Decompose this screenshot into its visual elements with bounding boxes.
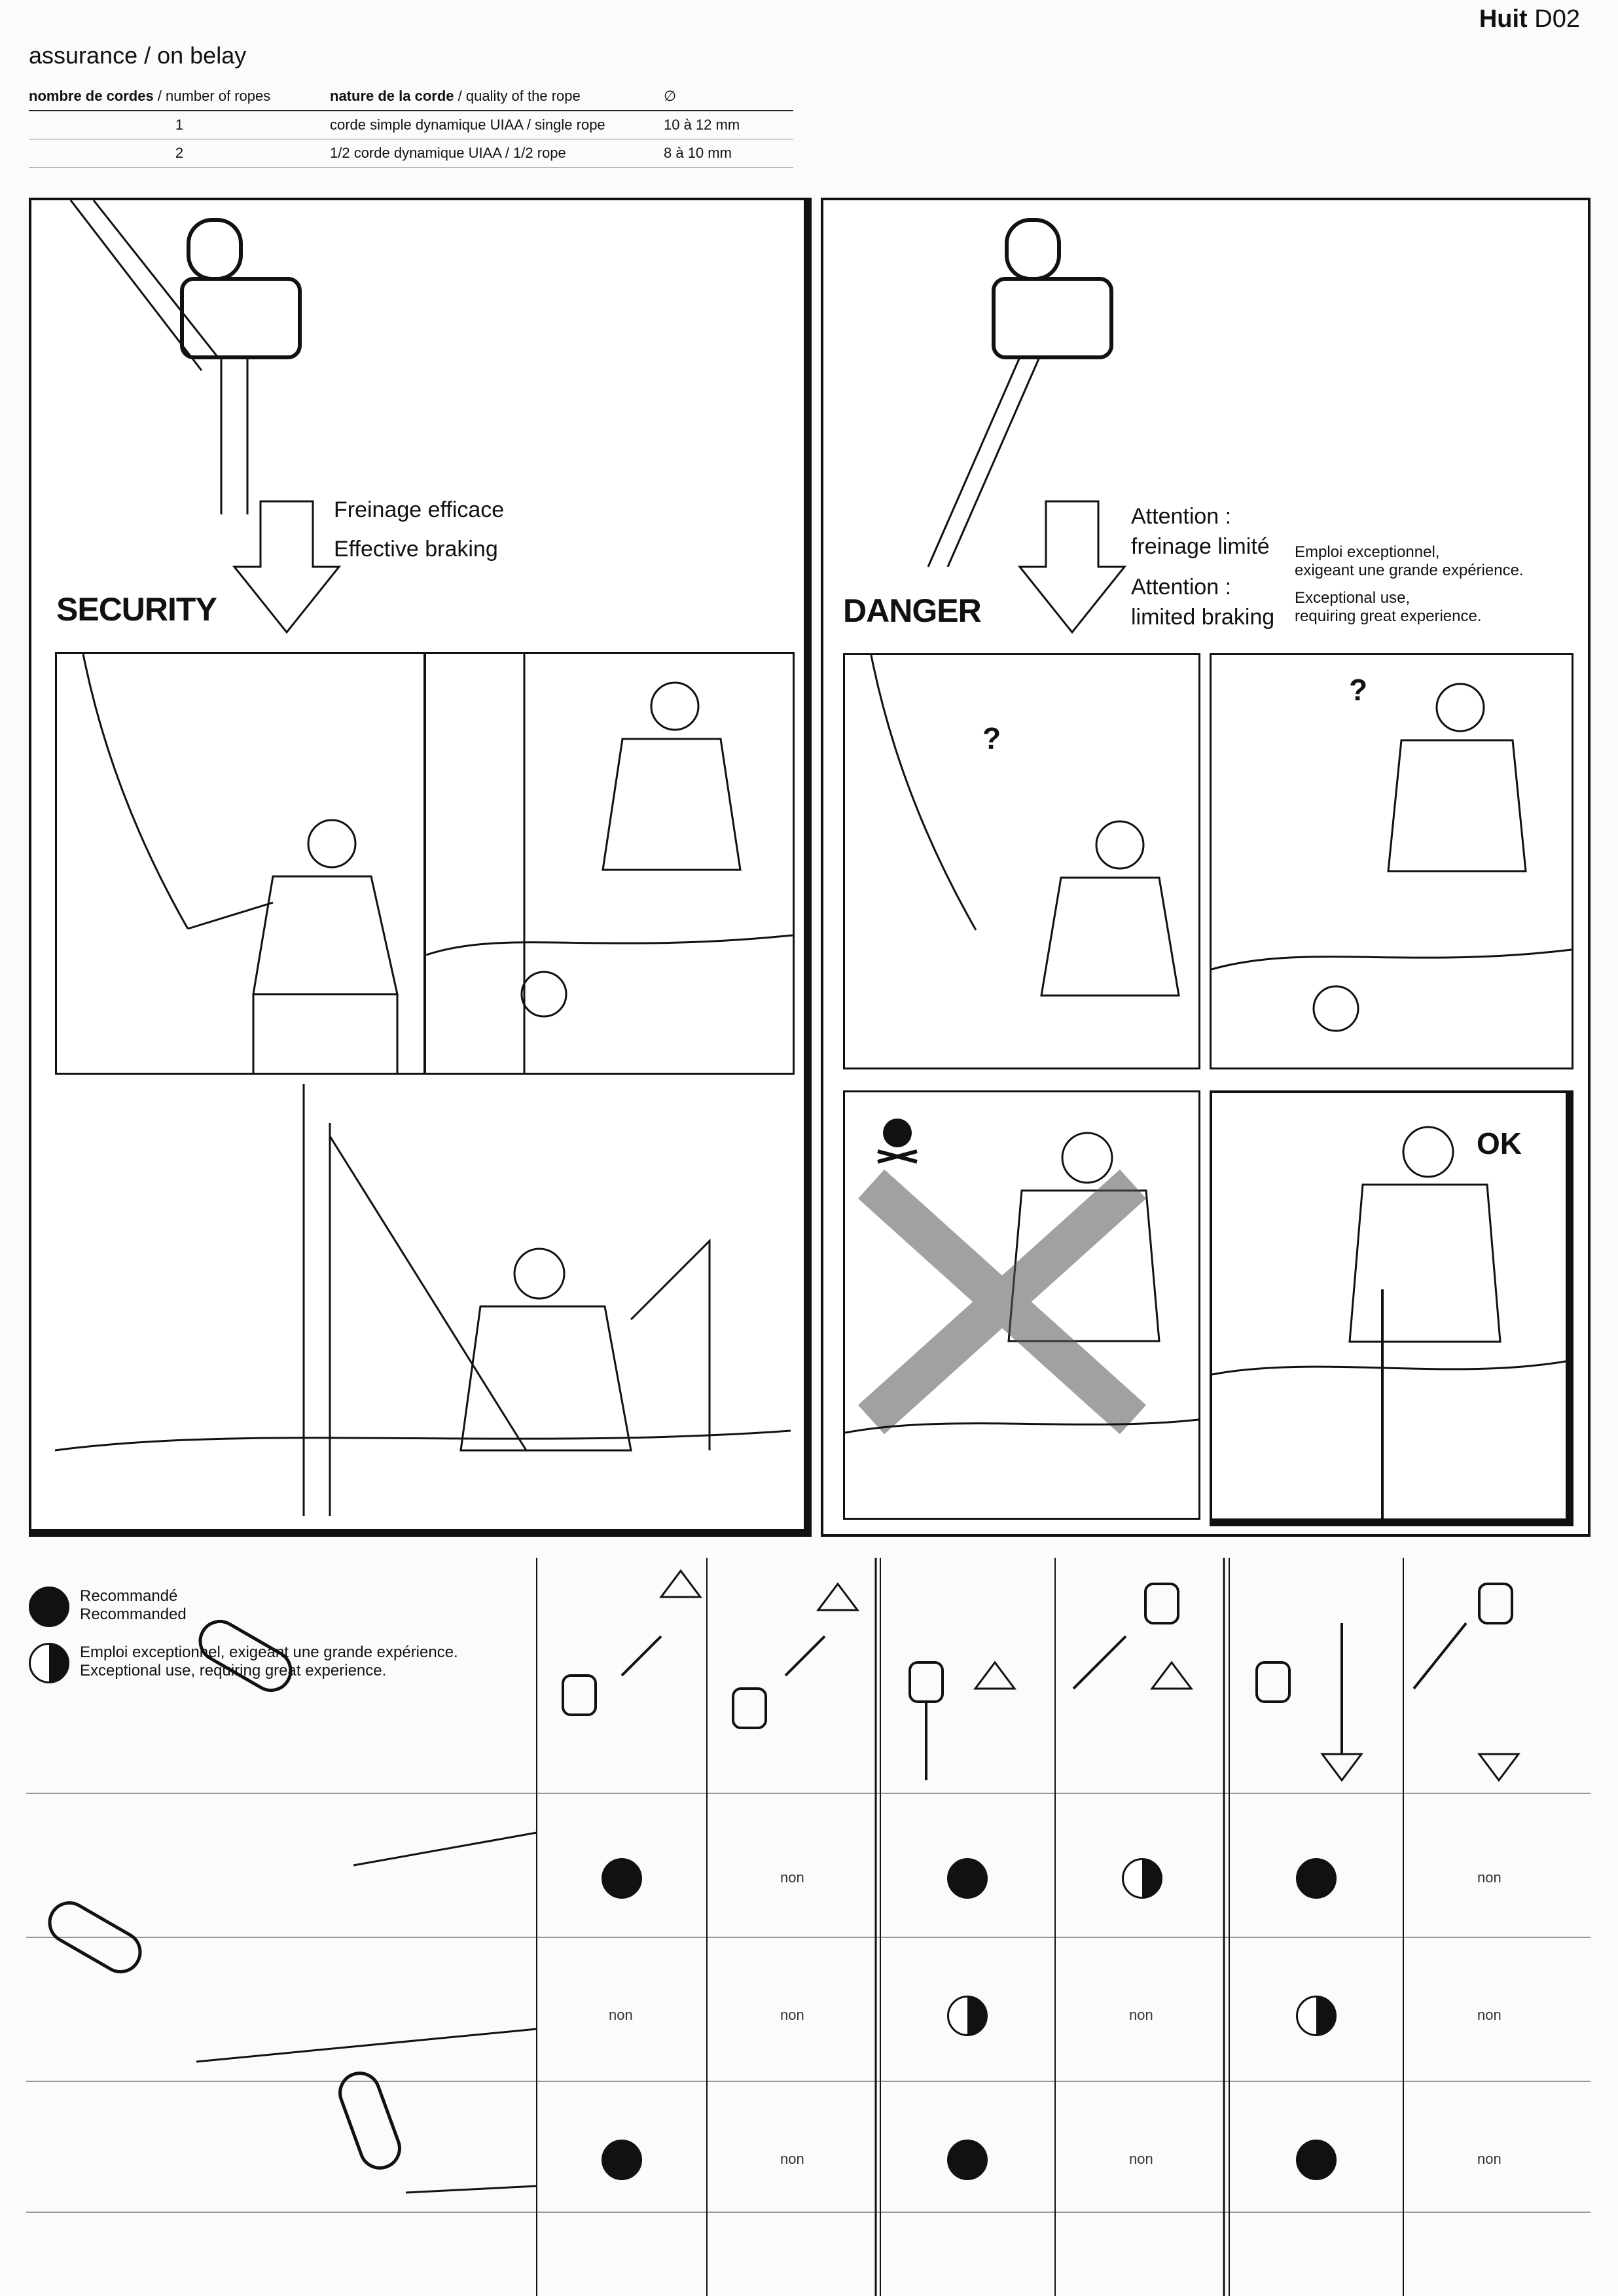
belayer-illustration — [82, 653, 399, 1073]
matrix-cell-non: non — [780, 1869, 804, 1886]
exceptional-half-dot-icon — [1122, 1858, 1162, 1899]
matrix-cell-non: non — [780, 2007, 804, 2023]
belayer-illustration — [54, 1084, 791, 1516]
security-panel: Freinage efficace Effective braking SECU… — [29, 198, 812, 1537]
section-title: assurance / on belay — [29, 42, 247, 69]
danger-en-line2: limited braking — [1131, 605, 1275, 630]
matrix-cell-non: non — [1129, 2151, 1153, 2167]
column-icon — [908, 1660, 1016, 1780]
security-scene-3 — [54, 1084, 791, 1516]
document-code-rest: D02 — [1534, 5, 1580, 33]
danger-panel: Attention : freinage limité Attention : … — [821, 198, 1591, 1537]
recommended-dot-icon — [602, 2140, 642, 2180]
exceptional-half-dot-icon — [1296, 1996, 1337, 2036]
header-quality-of-rope: nature de la corde / quality of the rope — [330, 82, 664, 111]
belayer-illustration — [844, 1132, 1199, 1435]
document-code-bold: Huit — [1479, 5, 1528, 33]
danger-en-line1: Attention : — [1131, 575, 1232, 600]
matrix-cell-non: non — [1477, 2151, 1501, 2167]
exceptional-half-dot-icon — [947, 1996, 988, 2036]
column-icon — [1412, 1583, 1520, 1782]
security-en-caption: Effective braking — [334, 537, 498, 562]
compatibility-matrix: non non non non non non non non non — [0, 1558, 1618, 2296]
question-mark: ? — [982, 721, 1001, 755]
danger-illustration — [927, 218, 1127, 634]
danger-note-fr2: exigeant une grande expérience. — [1295, 562, 1524, 579]
danger-heading: DANGER — [843, 592, 982, 629]
security-heading: SECURITY — [56, 591, 217, 628]
header-diameter: ∅ — [664, 82, 793, 111]
security-illustration — [69, 200, 342, 634]
column-icon — [1072, 1583, 1193, 1690]
matrix-cell-non: non — [1477, 2007, 1501, 2023]
matrix-cell-non: non — [609, 2007, 633, 2023]
rope-table-header: nombre de cordes / number of ropes natur… — [29, 82, 793, 111]
legend-recommended-en: Recommanded — [80, 1605, 187, 1623]
danger-scene-2: ? — [1210, 653, 1573, 1069]
recommended-dot-icon — [947, 1858, 988, 1899]
table-row: 1 corde simple dynamique UIAA / single r… — [29, 111, 793, 139]
matrix-cell-non: non — [1129, 2007, 1153, 2023]
danger-scene-1: ? — [843, 653, 1200, 1069]
recommended-dot-icon — [1296, 2140, 1337, 2180]
security-fr-caption: Freinage efficace — [334, 497, 505, 522]
danger-note-en2: requiring great experience. — [1295, 607, 1482, 625]
danger-note-en1: Exceptional use, — [1295, 589, 1411, 607]
rope-table: nombre de cordes / number of ropes natur… — [29, 82, 793, 168]
exceptional-half-dot-icon — [29, 1643, 69, 1683]
belayer-illustration — [1211, 683, 1572, 1032]
belayer-illustration — [870, 655, 1180, 997]
recommended-dot-icon — [602, 1858, 642, 1899]
belay-configuration-icons — [562, 1569, 1520, 1782]
recommended-dot-icon — [29, 1587, 69, 1627]
recommended-dot-icon — [1296, 1858, 1337, 1899]
danger-scene-4: OK — [1210, 1090, 1573, 1526]
column-icon — [562, 1569, 702, 1716]
column-icon — [1255, 1623, 1363, 1782]
danger-fr-line2: freinage limité — [1131, 534, 1270, 559]
security-scene-2 — [424, 652, 795, 1075]
danger-scene-3 — [843, 1090, 1200, 1520]
matrix-grid — [26, 1558, 1591, 2296]
document-code: Huit D02 — [1479, 5, 1580, 33]
matrix-cell-non: non — [1477, 1869, 1501, 1886]
skull-icon — [877, 1119, 918, 1164]
question-mark: ? — [1349, 673, 1368, 707]
belayer-illustration — [1212, 1126, 1566, 1518]
column-icon — [732, 1582, 859, 1729]
danger-note-fr1: Emploi exceptionnel, — [1295, 543, 1440, 561]
ok-label: OK — [1477, 1126, 1522, 1160]
belayer-illustration — [425, 654, 793, 1073]
header-number-of-ropes: nombre de cordes / number of ropes — [29, 82, 330, 111]
security-scene-1 — [55, 652, 425, 1075]
table-row: 2 1/2 corde dynamique UIAA / 1/2 rope 8 … — [29, 139, 793, 168]
recommended-dot-icon — [947, 2140, 988, 2180]
matrix-cell-non: non — [780, 2151, 804, 2167]
legend-recommended-fr: Recommandé — [80, 1587, 178, 1605]
danger-fr-line1: Attention : — [1131, 504, 1232, 529]
